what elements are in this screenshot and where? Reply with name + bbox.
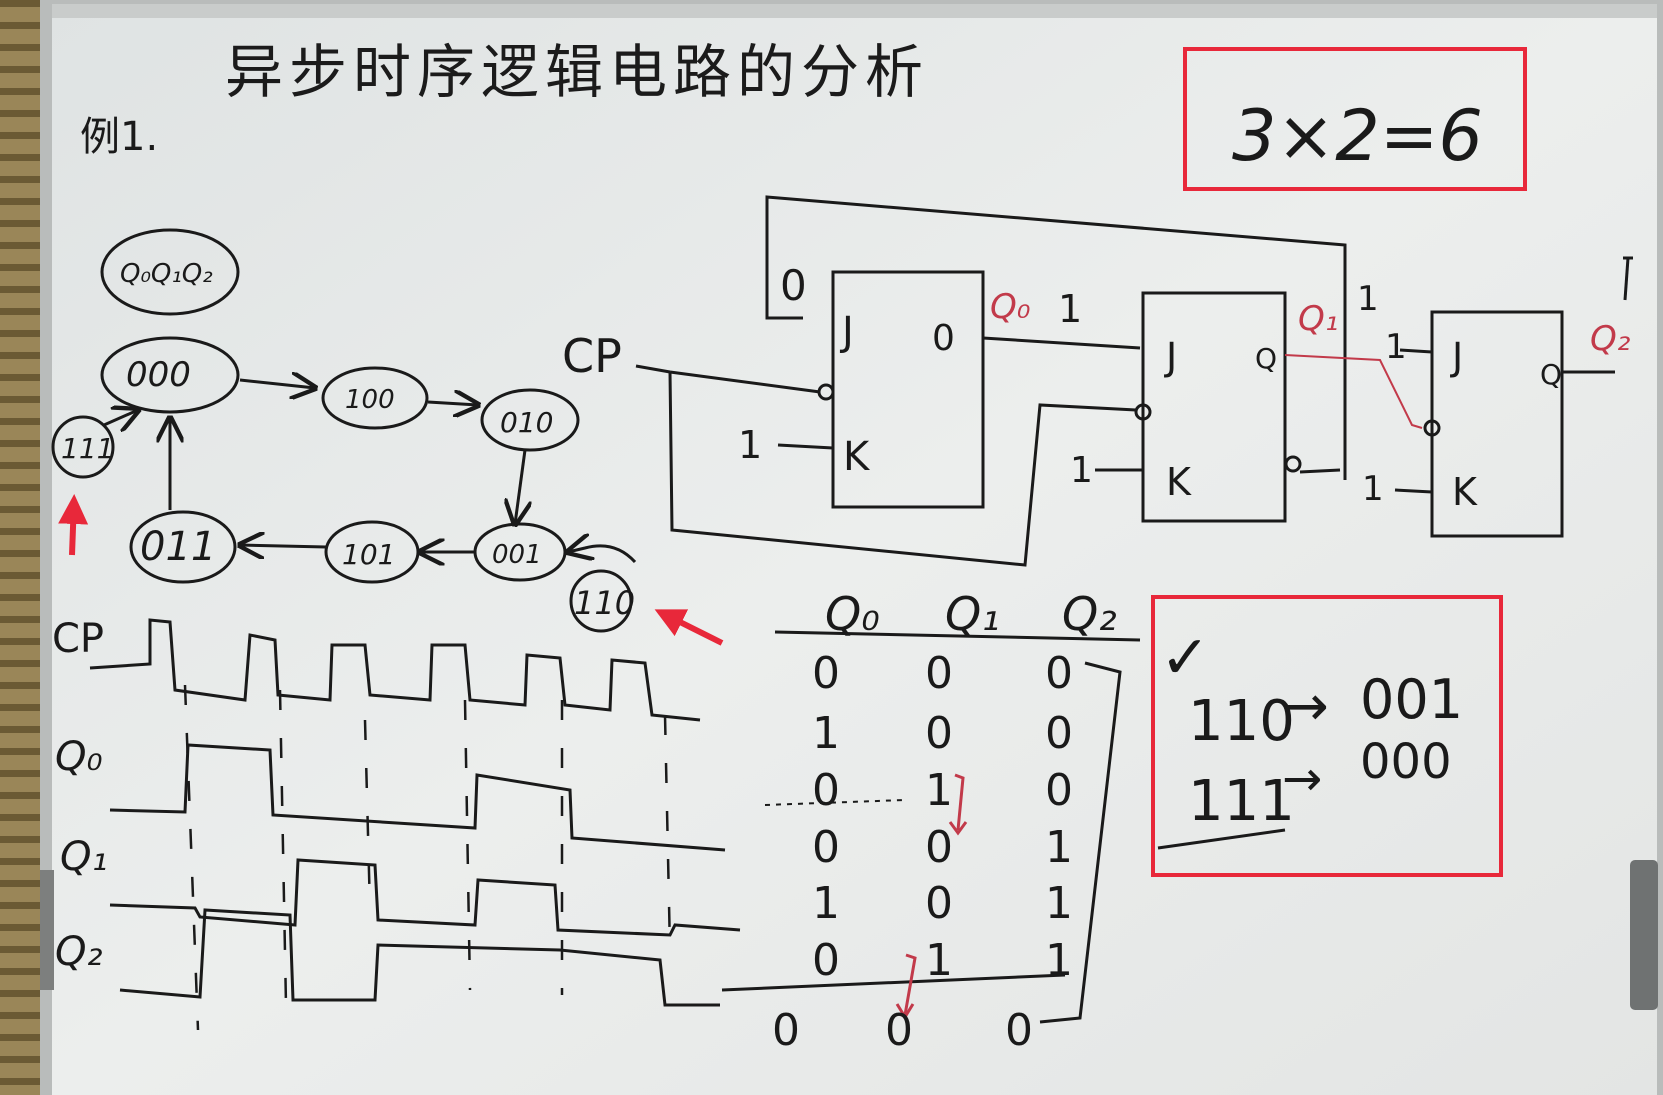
ff2-j-input: 1 — [1385, 327, 1407, 367]
timing-q0-label: Q₀ — [55, 734, 103, 780]
table-cell: 1 — [925, 935, 953, 986]
ff1-q-label: Q — [1255, 342, 1277, 375]
table-return-line — [1039, 661, 1122, 1024]
table-cell: 0 — [812, 935, 840, 986]
table-bottom-rule — [721, 973, 1066, 992]
table-cell: 1 — [812, 708, 840, 759]
flipflop-2 — [1430, 310, 1564, 538]
table-cell: 0 — [812, 765, 840, 816]
state-101: 101 — [342, 538, 395, 571]
ff0-j-input: 0 — [780, 261, 807, 310]
timing-cp-label: CP — [52, 616, 104, 662]
table-cell: 0 — [1045, 708, 1073, 759]
table-cell: 0 — [1045, 765, 1073, 816]
table-cell: 0 — [925, 878, 953, 929]
red-arrow-left — [654, 609, 724, 646]
q0-waveform — [109, 743, 726, 852]
formula-text: 3×2=6 — [1232, 95, 1483, 177]
board-title: 异步时序逻辑电路的分析 — [225, 38, 929, 106]
q2-output-label: Q₂ — [1590, 319, 1631, 359]
q1-output-label: Q₁ — [1298, 299, 1338, 339]
state-011: 011 — [140, 524, 216, 570]
table-cell: 0 — [772, 1005, 800, 1056]
timing-diagram — [89, 618, 741, 1031]
table-cell: 1 — [925, 765, 953, 816]
example-label: 例1. — [80, 114, 158, 160]
board-right-clip — [1630, 860, 1658, 1010]
check-line1-arrow: → — [1282, 674, 1329, 739]
check-line2-from: 111 — [1188, 769, 1295, 834]
ff1-j-label: J — [1164, 335, 1177, 379]
timing-q1-label: Q₁ — [60, 834, 108, 880]
board-top-rail — [52, 4, 1657, 18]
ff0-k-label: K — [843, 434, 871, 480]
state-110: 110 — [574, 584, 635, 622]
table-cell: 0 — [925, 708, 953, 759]
circuit-diagram — [635, 195, 1633, 567]
red-arrow-up — [58, 494, 89, 556]
state-100: 100 — [345, 385, 395, 415]
q2-waveform — [119, 908, 720, 1007]
table-cell: 1 — [1045, 935, 1073, 986]
board-left-clip — [40, 870, 54, 990]
ff2-k-label: K — [1452, 470, 1478, 514]
state-010: 010 — [500, 406, 553, 439]
check-box: ✓ 110 → 001 111 → 000 — [1151, 595, 1503, 877]
table-cell: 0 — [812, 648, 840, 699]
table-cell: 1 — [812, 878, 840, 929]
state-001: 001 — [492, 540, 542, 570]
table-cell: 1 — [1045, 878, 1073, 929]
ff0-k-input: 1 — [738, 423, 762, 467]
table-cell: 0 — [1005, 1005, 1033, 1056]
q1-waveform — [109, 858, 741, 937]
q0-line-value: 1 — [1058, 287, 1082, 331]
q0-output-label: Q₀ — [990, 287, 1031, 327]
table-cell: 1 — [1045, 822, 1073, 873]
table-red-arrows — [895, 773, 968, 1020]
table-header-rule — [774, 630, 1141, 642]
formula-box: 3×2=6 — [1183, 47, 1527, 191]
q1-right-value: 1 — [1357, 279, 1379, 319]
cp-waveform — [89, 618, 701, 722]
flipflop-1 — [1141, 291, 1287, 523]
table-header-q1: Q₁ — [945, 587, 1000, 641]
timing-q2-label: Q₂ — [55, 929, 103, 975]
table-cell: 0 — [885, 1005, 913, 1056]
table-cell: 0 — [925, 822, 953, 873]
table-header-q2: Q₂ — [1062, 587, 1117, 641]
clock-label: CP — [562, 329, 622, 383]
table-dotted-rule — [764, 799, 906, 806]
table-cell: 0 — [1045, 648, 1073, 699]
check-underline — [1157, 828, 1286, 850]
ff0-j-label: J — [839, 309, 854, 355]
ff2-j-label: J — [1450, 335, 1463, 379]
check-line1-from: 110 — [1188, 689, 1295, 754]
state-111: 111 — [61, 432, 114, 465]
ff1-k-label: K — [1166, 460, 1192, 504]
table-cell: 0 — [812, 822, 840, 873]
check-line2-arrow: → — [1282, 751, 1322, 807]
state-header: Q₀Q₁Q₂ — [120, 259, 213, 289]
state-diagram — [51, 228, 637, 633]
ff2-q-label: Q — [1540, 358, 1562, 391]
truth-table: Q₀ Q₁ Q₂ — [721, 587, 1141, 1024]
ff0-q-label: 0 — [932, 318, 955, 359]
ff2-k-input: 1 — [1362, 469, 1384, 509]
table-cell: 0 — [925, 648, 953, 699]
ff1-k-input: 1 — [1070, 450, 1093, 491]
state-000: 000 — [126, 355, 191, 395]
check-line2-to: 000 — [1360, 734, 1452, 790]
check-mark: ✓ — [1160, 623, 1210, 693]
check-line1-to: 001 — [1360, 668, 1463, 731]
